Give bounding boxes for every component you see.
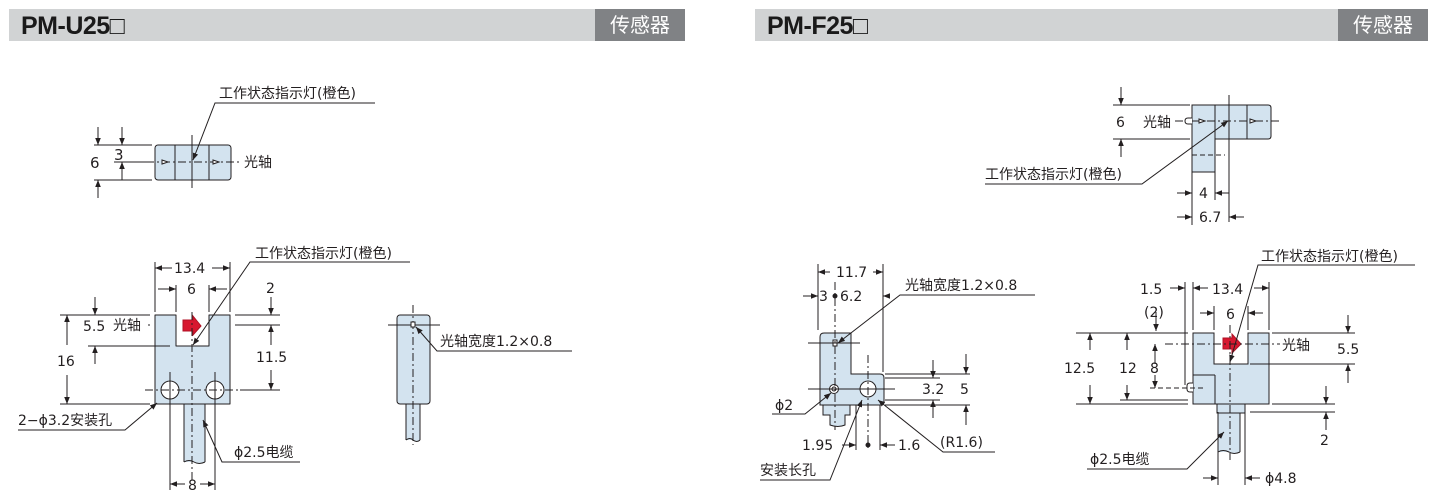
right-top-dim-6-7: 6.7 [1199, 210, 1221, 226]
left-front-dim-6: 6 [187, 282, 196, 298]
right-front-indicator-label: 工作状态指示灯(橙色) [1261, 248, 1398, 265]
left-front-dim-8: 8 [188, 478, 197, 494]
left-front-indicator-label: 工作状态指示灯(橙色) [255, 245, 392, 262]
left-front-dim-13-4: 13.4 [174, 261, 205, 277]
right-header-bar: PM-F25□ 传感器 [755, 9, 1428, 41]
right-top-dim-4: 4 [1199, 186, 1208, 202]
right-side-dim-11-7: 11.7 [836, 265, 867, 281]
left-front-view [18, 261, 410, 490]
left-mount-hole-label: 2−ϕ3.2安装孔 [18, 413, 112, 429]
right-front-dim-6: 6 [1226, 307, 1235, 323]
left-front-dim-11-5: 11.5 [256, 350, 287, 366]
right-model-title: PM-F25□ [767, 12, 868, 40]
right-side-slot-label: 安装长孔 [760, 463, 816, 479]
right-top-axis-label: 光轴 [1143, 115, 1171, 131]
right-side-hole-label: ϕ2 [775, 398, 793, 414]
right-front-dim-2-paren: (2) [1144, 305, 1164, 321]
right-top-indicator-label: 工作状态指示灯(橙色) [985, 166, 1122, 183]
right-side-dim-1-6: 1.6 [898, 438, 920, 454]
left-cable-label: ϕ2.5电缆 [234, 445, 294, 461]
right-side-dim-5: 5 [960, 382, 969, 398]
right-front-dim-8: 8 [1150, 361, 1159, 377]
left-header-bar: PM-U25□ 传感器 [9, 9, 685, 41]
right-side-dim-1-95: 1.95 [802, 438, 833, 454]
right-front-dim-2: 2 [1320, 433, 1329, 449]
left-top-dim-6: 6 [90, 154, 100, 172]
left-top-indicator-label: 工作状态指示灯(橙色) [219, 85, 356, 102]
right-front-axis-label: 光轴 [1282, 338, 1310, 354]
right-front-dim-12: 12 [1119, 361, 1137, 377]
left-side-beam-label: 光轴宽度1.2×0.8 [440, 333, 552, 350]
right-side-view [760, 264, 1035, 481]
left-top-dim-3: 3 [114, 146, 124, 164]
right-side-dim-6-2: 6.2 [840, 289, 862, 305]
right-side-radius-label: (R1.6) [940, 435, 983, 451]
left-top-axis-label: 光轴 [244, 155, 272, 171]
left-model-title: PM-U25□ [21, 12, 125, 40]
right-top-view [985, 87, 1280, 225]
right-category-badge: 传感器 [1338, 9, 1428, 41]
right-side-beam-label: 光轴宽度1.2×0.8 [905, 277, 1017, 294]
right-front-cable-label: ϕ2.5电缆 [1090, 452, 1150, 468]
left-front-dim-16: 16 [57, 354, 75, 370]
right-front-view [1076, 264, 1415, 485]
right-front-dim-13-4: 13.4 [1212, 282, 1243, 298]
right-side-dim-3-2: 3.2 [922, 382, 944, 398]
left-front-dim-5-5: 5.5 [83, 319, 105, 335]
right-front-dim-5-5: 5.5 [1337, 342, 1359, 358]
right-front-dim-4-8: ϕ4.8 [1265, 471, 1297, 487]
right-top-dim-6: 6 [1116, 115, 1125, 131]
left-top-view [94, 102, 375, 198]
left-front-axis-label: 光轴 [113, 318, 141, 334]
left-side-view [388, 305, 572, 445]
right-front-dim-12-5: 12.5 [1064, 361, 1095, 377]
left-category-badge: 传感器 [595, 9, 685, 41]
right-front-dim-1-5: 1.5 [1140, 282, 1162, 298]
right-side-dim-3: 3 [819, 289, 828, 305]
left-front-dim-2: 2 [266, 281, 275, 297]
